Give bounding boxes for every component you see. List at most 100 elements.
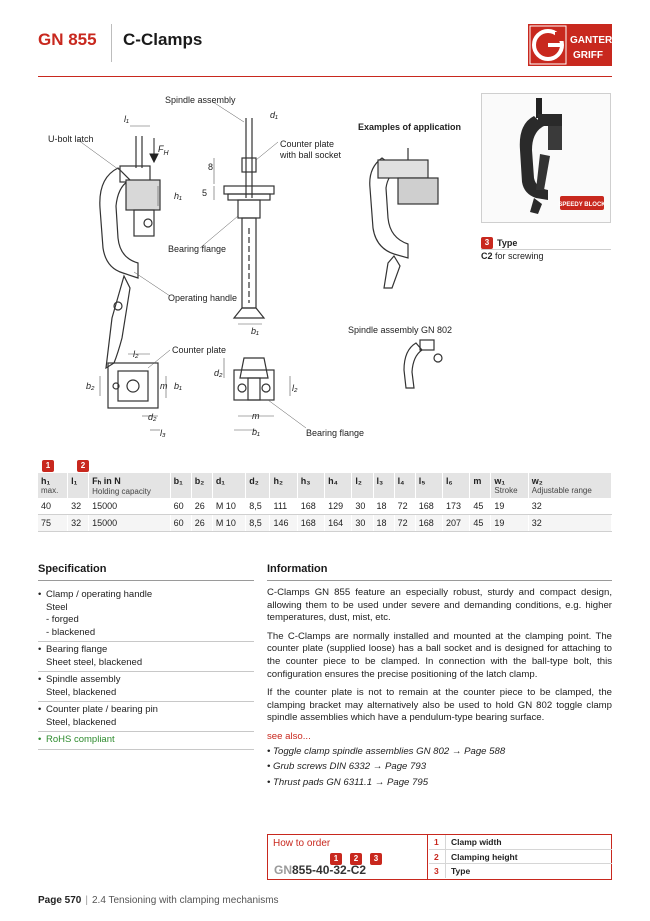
spec-item-counter-plate: Counter plate / bearing pin Steel, black… — [38, 702, 254, 732]
product-code: GN 855 — [38, 30, 97, 49]
label-counter-plate-ball: Counter plate — [280, 139, 335, 149]
header-rule — [38, 76, 612, 77]
table-cell: 26 — [191, 514, 213, 532]
see-also-link-gn6311[interactable]: • Thrust pads GN 6311.1 → Page 795 — [267, 776, 429, 788]
dim-l2: l₂ — [133, 349, 139, 359]
col-header-12: l₄ — [394, 473, 416, 498]
col-header-1: l₁ — [67, 473, 90, 498]
table-cell: 168 — [297, 498, 326, 515]
table-marker-1: 1 — [42, 457, 54, 475]
table-cell: 207 — [442, 514, 471, 532]
bearing-flange-side — [237, 199, 261, 219]
type-value-row: C2 for screwing — [481, 251, 544, 261]
col-header-4: b₂ — [191, 473, 213, 498]
clamp-photo-image: SPEEDY BLOCK — [519, 98, 606, 214]
counter-plate-plan — [107, 362, 159, 409]
dim-d2-flange: d₂ — [214, 368, 223, 378]
specification-title: Specification — [38, 563, 107, 575]
label-counter-plate-ball-2: with ball socket — [280, 150, 342, 160]
logo-text-2: GRIFF — [573, 50, 603, 61]
dim-m: m — [160, 381, 168, 391]
spec-item-spindle: Spindle assembly Steel, blackened — [38, 672, 254, 702]
technical-drawing — [77, 101, 443, 431]
label-bearing-flange: Bearing flange — [168, 244, 227, 254]
see-also-link-din6332[interactable]: • Grub screws DIN 6332 → Page 793 — [267, 761, 427, 773]
table-cell: 18 — [373, 514, 395, 532]
example-clamp — [369, 157, 409, 259]
table-cell: 60 — [170, 514, 192, 532]
order-code-panel: How to order 1 2 3 GN855-40-32-C2 — [268, 835, 428, 879]
dim-b1-plan: b₁ — [174, 381, 182, 391]
dim-h1: h₁ — [174, 191, 182, 201]
table-cell: 60 — [170, 498, 192, 515]
order-marker-2: 2 — [350, 850, 362, 868]
table-cell: 26 — [191, 498, 213, 515]
dim-m-flange: m — [252, 411, 260, 421]
label-spindle-gn802: Spindle assembly GN 802 — [348, 325, 453, 335]
section-name: 2.4 Tensioning with clamping mechanisms — [91, 895, 279, 906]
col-header-15: m — [469, 473, 492, 498]
table-cell: 30 — [351, 498, 374, 515]
spec-item-rohs: RoHS compliant — [38, 732, 254, 750]
information-title: Information — [267, 563, 328, 575]
table-cell: 173 — [442, 498, 471, 515]
table-cell: 168 — [297, 514, 326, 532]
table-cell: 19 — [490, 514, 529, 532]
col-header-10: l₂ — [351, 473, 374, 498]
order-marker-1: 1 — [330, 850, 342, 868]
table-cell: 15000 — [88, 498, 171, 515]
col-header-9: h₄ — [324, 473, 353, 498]
page-number: Page 570 — [38, 895, 82, 906]
info-paragraph-1: C-Clamps GN 855 feature an especially ro… — [267, 587, 612, 624]
table-cell: M 10 — [212, 498, 247, 515]
table-cell: 8,5 — [245, 514, 271, 532]
label-u-bolt-latch: U-bolt latch — [48, 134, 94, 144]
dim-d2: d₂ — [148, 412, 157, 422]
col-header-14: l₆ — [442, 473, 471, 498]
dim-b1-side: b₁ — [251, 326, 259, 336]
table-cell: 15000 — [88, 514, 171, 532]
table-cell: 32 — [67, 514, 90, 532]
table-cell: 32 — [67, 498, 90, 515]
col-header-5: d₁ — [212, 473, 247, 498]
table-cell: 111 — [269, 498, 298, 515]
col-header-7: h₂ — [269, 473, 298, 498]
dim-fh: FH — [158, 144, 169, 157]
see-also-link-gn802[interactable]: • Toggle clamp spindle assemblies GN 802… — [267, 745, 506, 757]
table-cell: 18 — [373, 498, 395, 515]
operating-handle — [105, 274, 131, 370]
table-cell: 8,5 — [245, 498, 271, 515]
table-cell: 30 — [351, 514, 374, 532]
label-operating-handle: Operating handle — [168, 293, 238, 303]
spindle-handle — [232, 307, 266, 319]
table-cell: 72 — [394, 498, 416, 515]
specification-list: Clamp / operating handle Steel - forged … — [38, 587, 254, 750]
type-heading: Type — [497, 237, 518, 248]
spec-item-clamp: Clamp / operating handle Steel - forged … — [38, 587, 254, 642]
information-body: C-Clamps GN 855 feature an especially ro… — [267, 587, 612, 792]
info-paragraph-2: The C-Clamps are normally installed and … — [267, 630, 612, 680]
col-header-13: l₅ — [415, 473, 444, 498]
dim-l1: l₁ — [124, 114, 129, 124]
col-header-8: h₃ — [297, 473, 326, 498]
product-photo: SPEEDY BLOCK — [481, 93, 611, 223]
table-marker-2: 2 — [77, 457, 89, 475]
table-cell: 19 — [490, 498, 529, 515]
logo-text-1: GANTER — [570, 35, 612, 46]
speedy-block-badge: SPEEDY BLOCK — [558, 202, 606, 208]
table-cell: 164 — [324, 514, 353, 532]
label-spindle-assembly: Spindle assembly — [165, 95, 236, 105]
dim-b1-flange: b₁ — [252, 427, 260, 437]
table-cell: 75 — [38, 514, 69, 532]
table-cell: 146 — [269, 514, 298, 532]
